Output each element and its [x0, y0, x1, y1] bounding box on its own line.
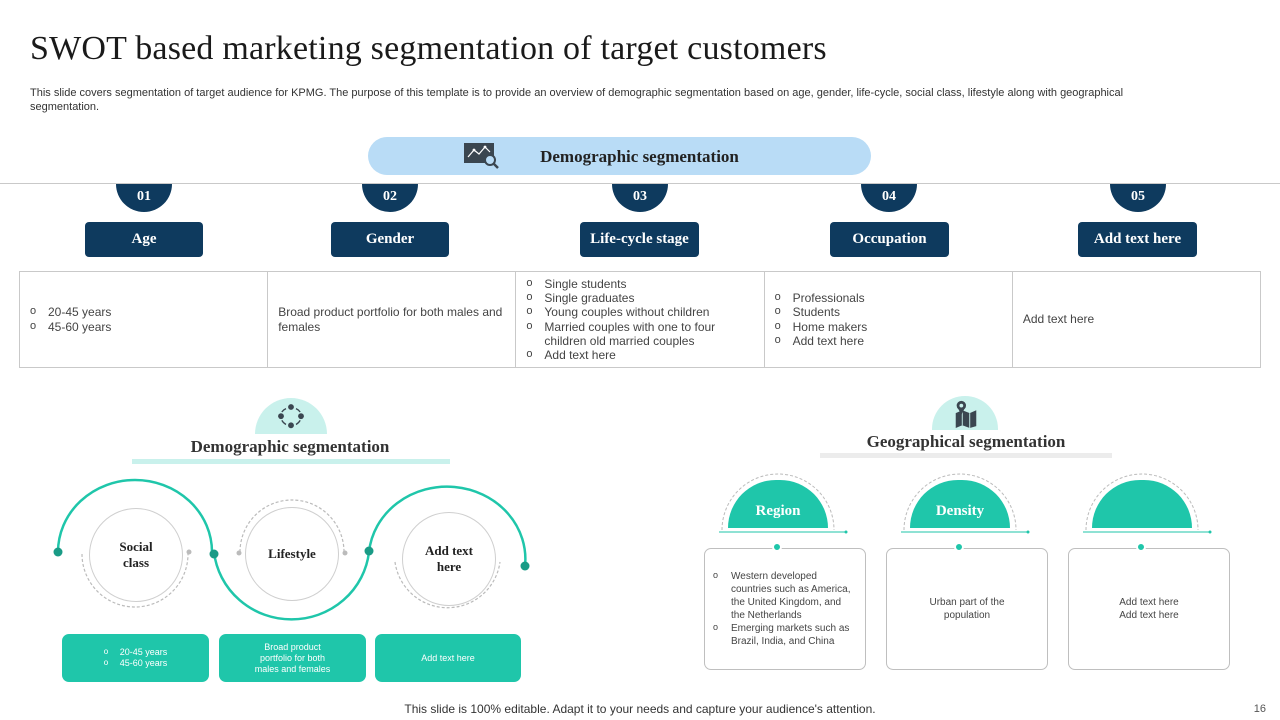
category-number-1: 01	[116, 184, 172, 212]
region-box: Western developed countries such as Amer…	[704, 548, 866, 670]
gender-text: Broad product portfolio for both males a…	[278, 305, 503, 334]
density-connector-dot	[954, 542, 964, 552]
category-number-3: 03	[612, 184, 668, 212]
circle-label: Social class	[119, 539, 153, 570]
density-header: Density	[910, 480, 1010, 528]
add-text-line: Add text here	[1119, 597, 1179, 608]
page-number: 16	[1253, 703, 1266, 715]
list-item: 45-60 years	[30, 318, 111, 334]
demographic-title: Demographic segmentation	[190, 437, 390, 456]
add-text-connector-dot	[1136, 542, 1146, 552]
list-item: Home makers	[775, 318, 868, 334]
banner-label: Demographic segmentation	[540, 147, 739, 166]
demographic-icon-dome	[255, 398, 327, 434]
list-item: Single students	[526, 276, 753, 291]
table-cell-age: 20-45 years 45-60 years	[20, 272, 269, 367]
list-item: 45-60 years	[104, 657, 168, 669]
demographic-underline	[132, 459, 450, 464]
category-lifecycle: Life-cycle stage	[580, 222, 699, 257]
geographical-title: Geographical segmentation	[866, 432, 1066, 451]
add-text-box: Add text here	[375, 634, 521, 682]
add-text-geo-box: Add text here Add text here	[1068, 548, 1230, 670]
table-cell-other: Add text here	[1013, 272, 1260, 367]
density-box: Urban part of the population	[886, 548, 1048, 670]
category-gender: Gender	[331, 222, 449, 257]
circle-lifestyle: Lifestyle	[245, 507, 339, 601]
category-add-text: Add text here	[1078, 222, 1197, 257]
table-cell-gender: Broad product portfolio for both males a…	[268, 272, 517, 367]
region-header: Region	[728, 480, 828, 528]
map-pin-icon	[955, 400, 977, 428]
list-item: Single graduates	[526, 290, 753, 305]
list-item: Students	[775, 304, 868, 319]
list-item: Add text here	[526, 347, 753, 362]
lifestyle-box: Broad product portfolio for both males a…	[219, 634, 366, 682]
slide-description: This slide covers segmentation of target…	[30, 87, 1124, 113]
list-item: Add text here	[775, 333, 868, 348]
list-item: Young couples without children	[526, 304, 753, 319]
list-item: 20-45 years	[104, 646, 168, 658]
density-text: Urban part of the population	[929, 597, 1005, 621]
list-item: Western developed countries such as Amer…	[713, 569, 857, 622]
other-text: Add text here	[1022, 312, 1095, 327]
analytics-magnifier-icon	[464, 143, 499, 169]
category-age: Age	[85, 222, 203, 257]
circle-label: Add text here	[424, 543, 474, 574]
table-cell-occupation: Professionals Students Home makers Add t…	[765, 272, 1013, 367]
circle-add-text: Add text here	[402, 512, 496, 606]
list-item: Married couples with one to four childre…	[526, 319, 753, 349]
social-class-box: 20-45 years 45-60 years	[62, 634, 209, 682]
list-item: Emerging markets such as Brazil, India, …	[713, 621, 857, 648]
geographical-icon-dome	[932, 396, 998, 430]
segmentation-table: 20-45 years 45-60 years Broad product po…	[19, 271, 1261, 368]
circle-label: Lifestyle	[268, 546, 316, 561]
add-text-line: Add text here	[1119, 610, 1179, 621]
add-box-text: Add text here	[421, 652, 475, 663]
slide-title: SWOT based marketing segmentation of tar…	[30, 30, 827, 67]
add-text-header	[1092, 480, 1192, 528]
lifestyle-box-text: Broad product portfolio for both males a…	[254, 641, 331, 674]
category-number-2: 02	[362, 184, 418, 212]
table-cell-lifecycle: Single students Single graduates Young c…	[516, 272, 765, 367]
list-item: Professionals	[775, 290, 868, 305]
category-occupation: Occupation	[830, 222, 949, 257]
list-item: 20-45 years	[30, 304, 111, 319]
category-number-5: 05	[1110, 184, 1166, 212]
region-connector-dot	[772, 542, 782, 552]
divider-line	[0, 183, 1280, 184]
demographic-banner: Demographic segmentation	[368, 137, 871, 175]
category-number-4: 04	[861, 184, 917, 212]
group-network-icon	[278, 404, 304, 429]
slide-footer: This slide is 100% editable. Adapt it to…	[404, 702, 876, 716]
geographical-underline	[820, 453, 1112, 458]
circle-social-class: Social class	[89, 508, 183, 602]
